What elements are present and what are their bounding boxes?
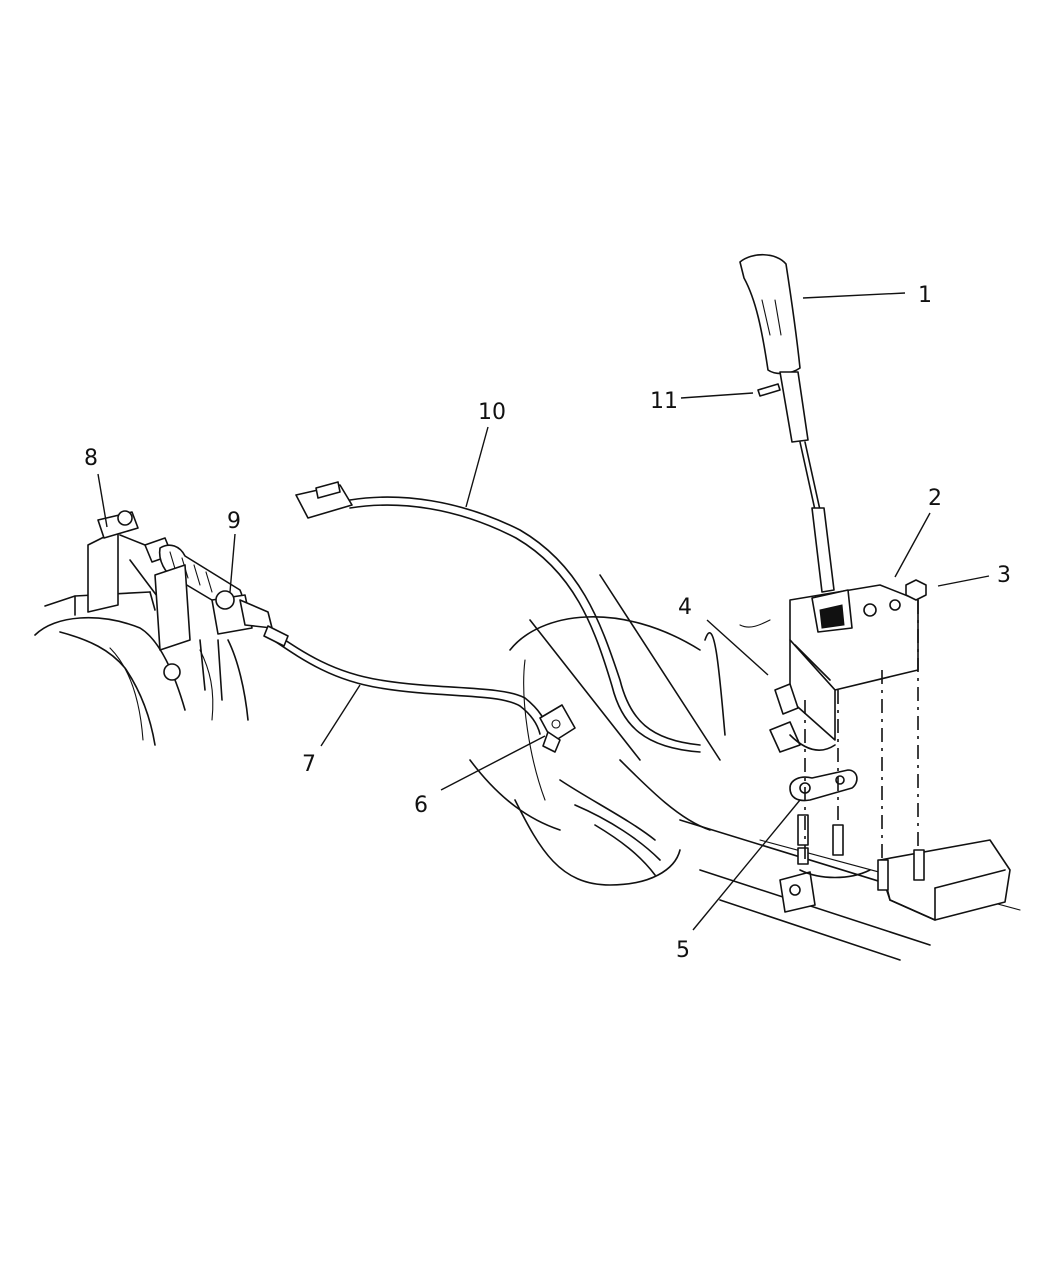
- callout-labels: 1 2 3 4 5 6 7 8 9 10 11: [84, 283, 1011, 963]
- callout-11: 11: [650, 389, 678, 414]
- shift-shaft: [799, 441, 835, 593]
- shifter-housing: [789, 584, 919, 741]
- callout-10: 10: [478, 400, 506, 425]
- callout-9: 9: [227, 509, 241, 534]
- shift-lever-bracket: [87, 510, 161, 613]
- callout-8: 8: [84, 446, 98, 471]
- callout-5: 5: [676, 938, 690, 963]
- shifter-base: [779, 839, 1011, 921]
- hex-nut: [905, 579, 927, 601]
- cable-adjuster: [144, 537, 273, 701]
- cable-clip: [539, 704, 576, 753]
- callout-7: 7: [302, 752, 316, 777]
- mounting-studs: [797, 814, 925, 891]
- callout-4: 4: [678, 595, 692, 620]
- interlock-bracket: [769, 683, 836, 753]
- shift-knob: [739, 253, 809, 443]
- callout-3: 3: [997, 563, 1011, 588]
- callout-1: 1: [918, 283, 932, 308]
- shift-cable: [263, 625, 549, 735]
- mounting-plate: [789, 769, 858, 802]
- roll-pin: [757, 383, 781, 397]
- leader-lines: [97, 292, 990, 931]
- alignment-lines: [804, 600, 919, 860]
- callout-2: 2: [928, 486, 942, 511]
- callout-6: 6: [414, 793, 428, 818]
- interlock-cable: [295, 481, 701, 753]
